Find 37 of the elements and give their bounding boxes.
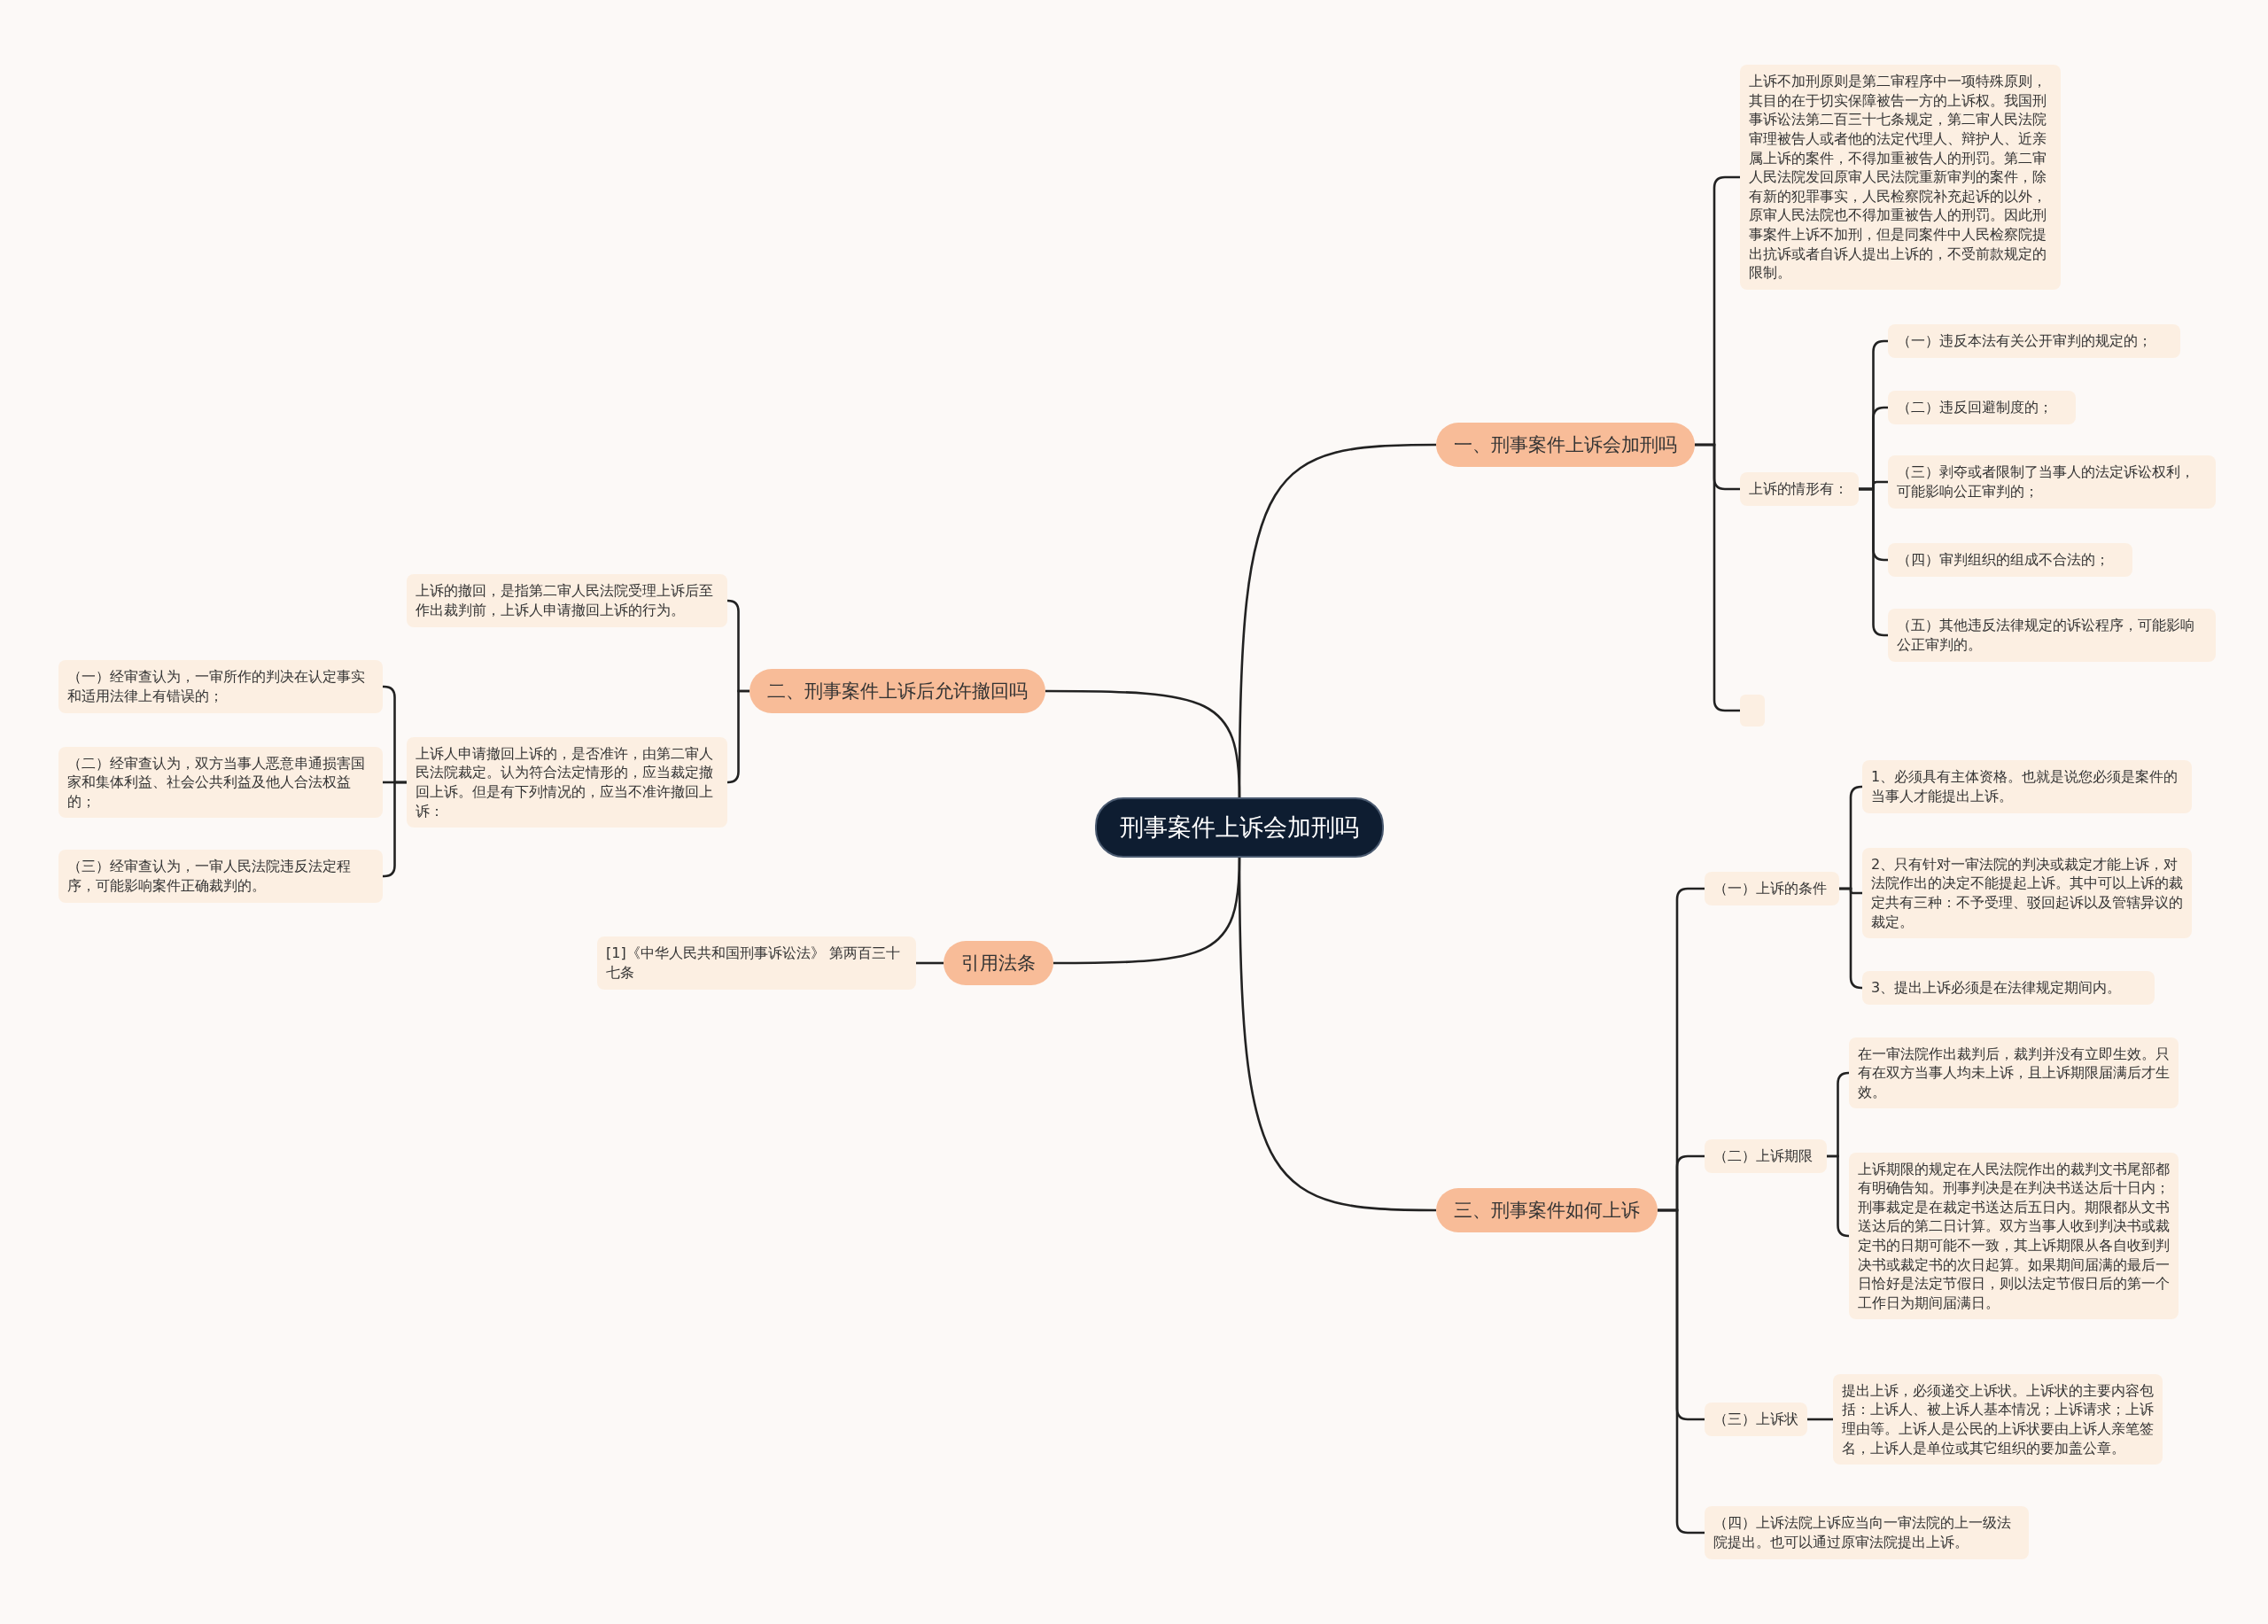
subtopic-card: [1]《中华人民共和国刑事诉讼法》 第两百三十七条: [597, 936, 916, 990]
connector-line: [726, 689, 750, 784]
subtopic-card: （一）经审查认为，一审所作的判决在认定事实和适用法律上有错误的；: [58, 660, 383, 713]
subtopic-card: 提出上诉，必须递交上诉状。上诉状的主要内容包括：上诉人、被上诉人基本情况；上诉请求；上诉理由等。上诉人是公民的上诉状要由上诉人亲笔签名，上诉人是单位或其它组织的要加盖公章。: [1833, 1373, 2163, 1465]
connector-line: [1045, 689, 1241, 798]
connector-line: [1238, 858, 1436, 1212]
connector-line: [382, 781, 407, 878]
branch-topic: 一、刑事案件上诉会加刑吗: [1436, 423, 1695, 467]
subtopic-card: （五）其他违反法律规定的诉讼程序，可能影响公正审判的。: [1888, 609, 2216, 662]
branch-topic: 三、刑事案件如何上诉: [1436, 1188, 1658, 1232]
connector-line: [916, 961, 944, 965]
subtopic-card: （四）上诉法院上诉应当向一审法院的上一级法院提出。也可以通过原审法院提出上诉。: [1705, 1506, 2029, 1559]
subtopic-card: 上诉的情形有：: [1740, 472, 1859, 506]
branch-topic: 引用法条: [944, 941, 1053, 985]
subtopic-card: 在一审法院作出裁判后，裁判并没有立即生效。只有在双方当事人均未上诉，且上诉期限届满后才生效。: [1849, 1037, 2179, 1109]
subtopic-card: 上诉期限的规定在人民法院作出的裁判文书尾部都有明确告知。刑事判决是在判决书送达后十日内；刑事裁定是在裁定书送达后五日内。期限都从文书送达后的第二日计算。双方当事人收到判决书或裁定书的日期可能不一致，其上诉期限从各自收到判决书或裁定书的次日起算。如果期间届满的最后一日恰好是法定节假日，则以法定节假日后的第一个工作日为期间届满日。: [1849, 1152, 2179, 1320]
subtopic-card: 2、只有针对一审法院的判决或裁定才能上诉，对法院作出的决定不能提起上诉。其中可以上诉的裁定共有三种：不予受理、驳回起诉以及管辖异议的裁定。: [1862, 847, 2192, 939]
branch-topic: 二、刑事案件上诉后允许撤回吗: [750, 669, 1045, 713]
subtopic-card: （三）上诉状: [1705, 1403, 1807, 1436]
subtopic-card: （三）剥夺或者限制了当事人的法定诉讼权利，可能影响公正审判的；: [1888, 455, 2216, 509]
empty-topic-card: [1740, 695, 1765, 727]
central-topic: 刑事案件上诉会加刑吗: [1095, 797, 1384, 858]
subtopic-card: 上诉不加刑原则是第二审程序中一项特殊原则，其目的在于切实保障被告一方的上诉权。我国刑事诉讼法第二百三十七条规定，第二审人民法院审理被告人或者他的法定代理人、辩护人、近亲属上诉的案件，不得加重被告人的刑罚。第二审人民法院发回原审人民法院重新审判的案件，除有新的犯罪事实，人民检察院补充起诉的以外，原审人民法院也不得加重被告人的刑罚。因此刑事案件上诉不加刑，但是同案件中人民检察院提出抗诉或者自诉人提出上诉的，不受前款规定的限制。: [1740, 65, 2061, 290]
connector-line: [1839, 887, 1863, 990]
connector-line: [1827, 1154, 1850, 1238]
subtopic-card: 1、必须具有主体资格。也就是说您必须是案件的当事人才能提出上诉。: [1862, 760, 2192, 813]
subtopic-card: 上诉人申请撤回上诉的，是否准许，由第二审人民法院裁定。认为符合法定情形的，应当裁定撤回上诉。但是有下列情况的，应当不准许撤回上诉：: [407, 736, 727, 828]
subtopic-card: （二）违反回避制度的；: [1888, 391, 2076, 424]
subtopic-card: （二）上诉期限: [1705, 1139, 1827, 1173]
subtopic-card: （一）违反本法有关公开审判的规定的；: [1888, 324, 2180, 358]
subtopic-card: （二）经审查认为，双方当事人恶意串通损害国家和集体利益、社会公共利益及他人合法权益的；: [58, 746, 383, 819]
subtopic-card: （三）经审查认为，一审人民法院违反法定程序，可能影响案件正确裁判的。: [58, 850, 383, 903]
subtopic-card: （四）审判组织的组成不合法的；: [1888, 543, 2132, 577]
subtopic-card: 上诉的撤回，是指第二审人民法院受理上诉后至作出裁判前，上诉人申请撤回上诉的行为。: [407, 574, 727, 627]
connector-line: [1807, 1418, 1833, 1421]
subtopic-card: （一）上诉的条件: [1705, 872, 1839, 905]
subtopic-card: 3、提出上诉必须是在法律规定期间内。: [1862, 971, 2155, 1005]
